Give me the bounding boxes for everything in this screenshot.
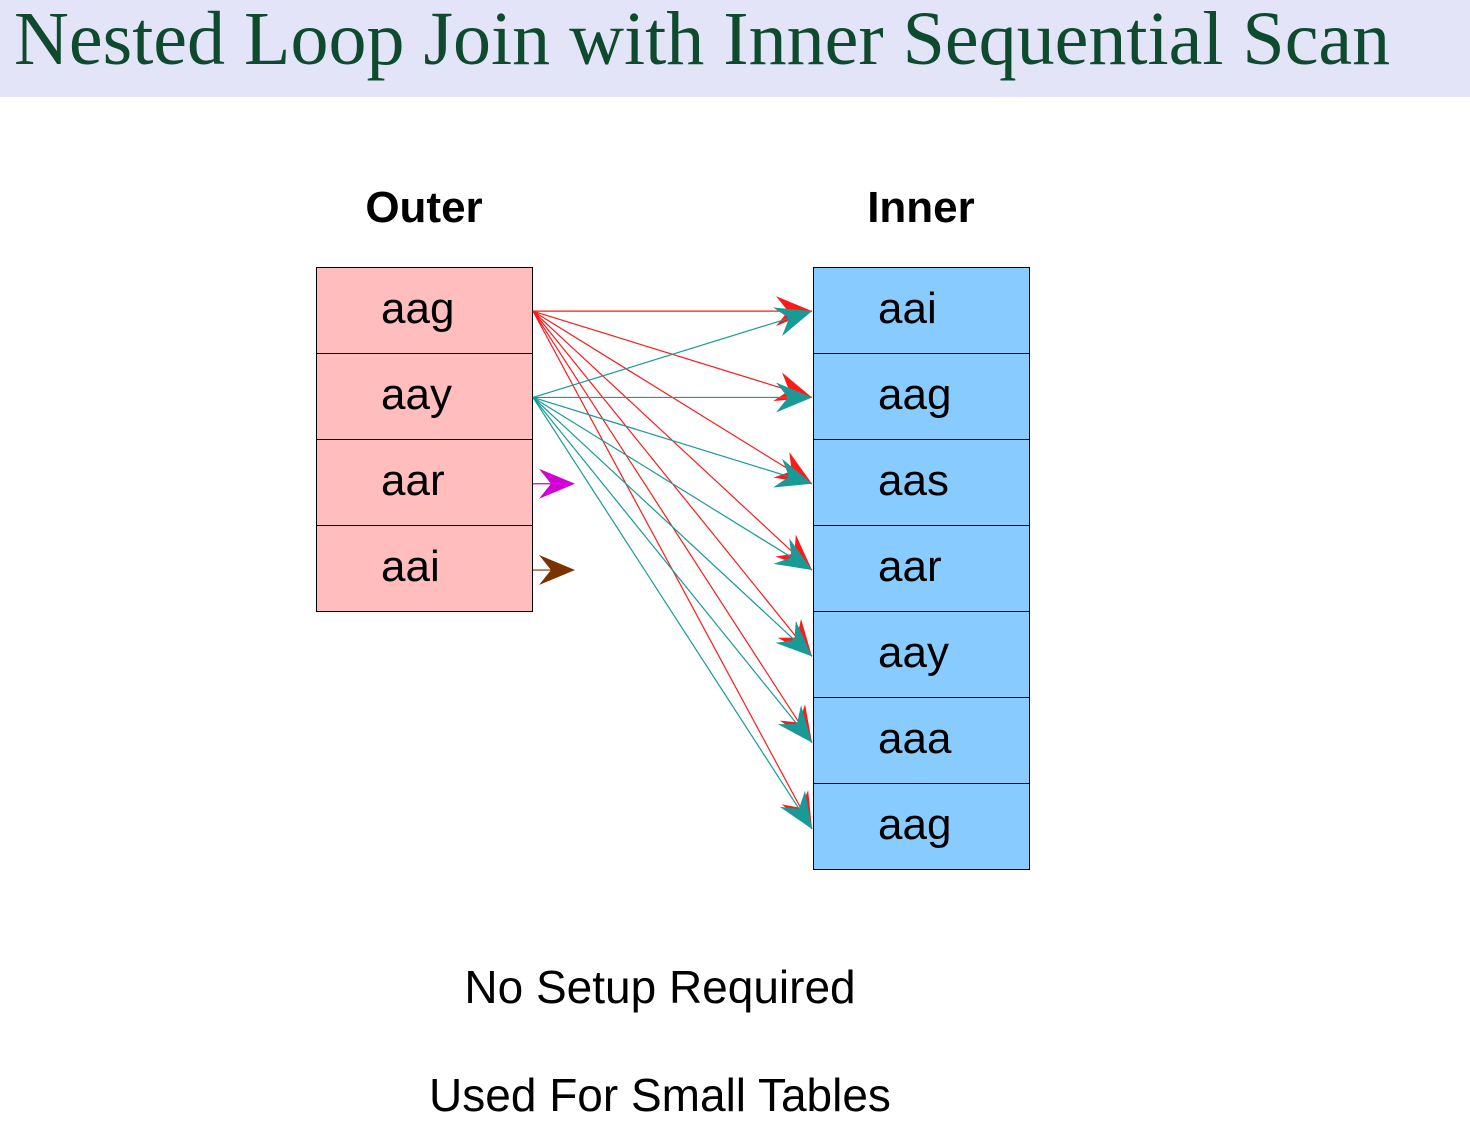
inner-row: aar: [814, 526, 1029, 612]
note-small-tables: Used For Small Tables: [429, 1069, 891, 1121]
inner-row: aag: [814, 784, 1029, 869]
inner-row: aag: [814, 354, 1029, 440]
scan-arrowhead: [777, 705, 812, 743]
scan-arrowhead: [779, 790, 812, 829]
inner-row: aai: [814, 268, 1029, 354]
scan-arrowhead: [773, 307, 812, 337]
outer-row: aai: [317, 526, 532, 611]
slide-title: Nested Loop Join with Inner Sequential S…: [14, 0, 1391, 81]
inner-row: aay: [814, 612, 1029, 698]
outer-row: aay: [317, 354, 532, 440]
scan-line: [532, 397, 813, 657]
scan-arrowhead: [773, 458, 812, 488]
scan-line: [532, 310, 813, 399]
inner-table: aai aag aas aar aay aaa aag: [813, 267, 1030, 870]
title-bar: Nested Loop Join with Inner Sequential S…: [0, 0, 1470, 97]
pending-scan-arrowhead: [539, 555, 575, 586]
inner-row: aaa: [814, 698, 1029, 784]
scan-line: [532, 397, 813, 830]
scan-arrowhead: [776, 382, 812, 413]
outer-row: aag: [317, 268, 532, 354]
scan-line: [532, 396, 813, 571]
outer-row: aar: [317, 440, 532, 526]
scan-arrowhead: [773, 538, 812, 571]
inner-header: Inner: [867, 183, 975, 232]
inner-row: aas: [814, 440, 1029, 526]
scan-line: [532, 397, 813, 744]
note-no-setup: No Setup Required: [464, 961, 856, 1013]
scan-arrowhead: [775, 620, 812, 657]
outer-table: aag aay aar aai: [316, 267, 533, 612]
scan-line: [532, 396, 813, 485]
outer-header: Outer: [365, 183, 483, 232]
pending-scan-arrowhead: [539, 468, 575, 499]
